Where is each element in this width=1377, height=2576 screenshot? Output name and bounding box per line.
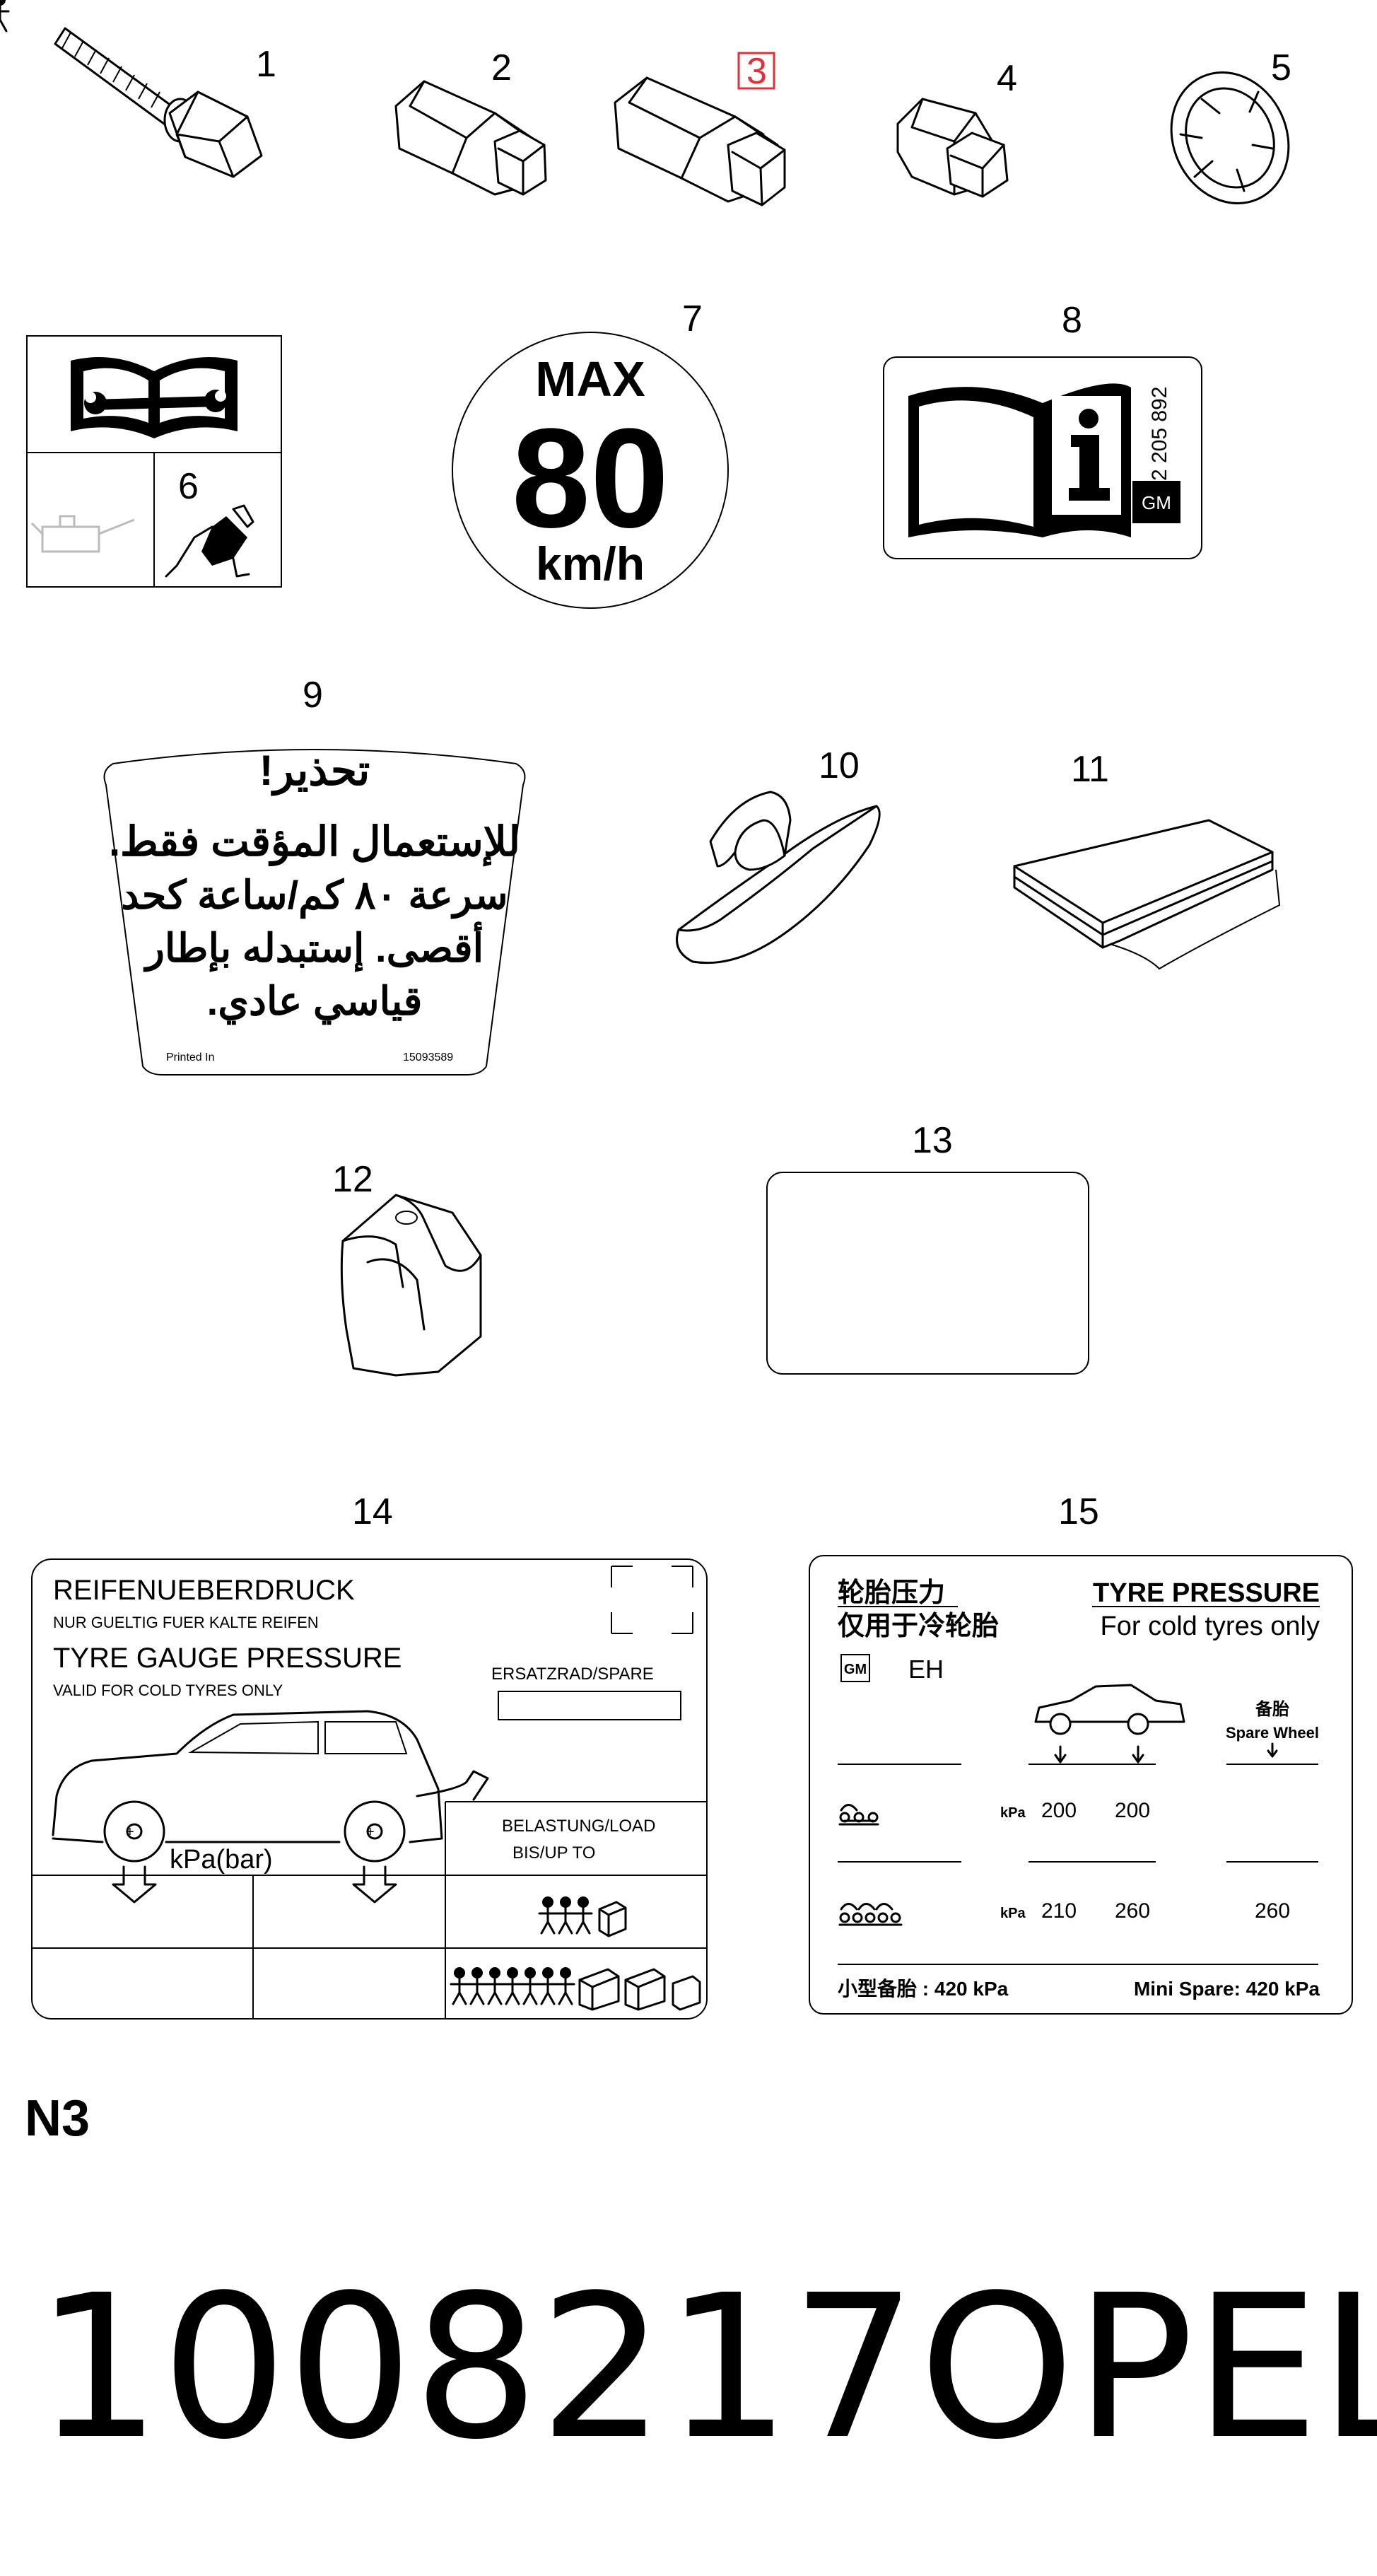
part-6-service-label: 6 bbox=[26, 335, 282, 588]
label14-sub-de: NUR GUELTIG FUER KALTE REIFEN bbox=[53, 1614, 319, 1631]
info-label-brand: GM bbox=[1142, 492, 1171, 513]
label14-title-de: REIFENUEBERDRUCK bbox=[53, 1575, 355, 1606]
part-number-5: 5 bbox=[1271, 47, 1291, 88]
part-8-info-label: 132 205 892 GM bbox=[883, 356, 1202, 559]
warning-line-5: قياسي عادي. bbox=[207, 979, 423, 1025]
part-number-15: 15 bbox=[1058, 1491, 1099, 1532]
part-number-10: 10 bbox=[819, 745, 860, 786]
manual-wrench-icon bbox=[71, 357, 238, 438]
part-4-hex-nut bbox=[896, 98, 1009, 198]
label15-brand: GM bbox=[844, 1662, 867, 1677]
sealant-bottle-icon bbox=[165, 504, 254, 578]
label14-corner-marks bbox=[611, 1566, 693, 1634]
part-1-wheel-bolt bbox=[54, 27, 263, 178]
part-number-8: 8 bbox=[1062, 300, 1082, 341]
part-15-tyre-pressure-label-cn: 轮胎压力 仅用于冷轮胎 TYRE PRESSURE For cold tyres… bbox=[809, 1555, 1353, 2015]
load-light-icon bbox=[838, 1804, 879, 1826]
part-3-highlight-box bbox=[737, 52, 775, 90]
part-14-tyre-pressure-label-de: REIFENUEBERDRUCK NUR GUELTIG FUER KALTE … bbox=[0, 0, 708, 2020]
part-number-3: 3 bbox=[746, 51, 767, 92]
load-3-persons-icon bbox=[0, 0, 627, 1937]
label14-upto: BIS/UP TO bbox=[512, 1843, 595, 1863]
speed-label-value: 80 bbox=[512, 400, 669, 557]
speed-label-max: MAX bbox=[535, 351, 645, 407]
label14-spare-box bbox=[498, 1691, 681, 1720]
label15-row2-unit: kPa bbox=[1000, 1906, 1026, 1921]
speed-label-unit: km/h bbox=[536, 537, 645, 590]
part-number-14: 14 bbox=[352, 1491, 393, 1532]
part-7-speed-label: MAX 80 km/h bbox=[452, 332, 729, 609]
part-number: 1008217 bbox=[35, 2253, 917, 2483]
label15-footer-en: Mini Spare: 420 kPa bbox=[1134, 1978, 1320, 2000]
load-full-icon bbox=[838, 1903, 903, 1926]
part-number-9: 9 bbox=[303, 675, 323, 716]
part-10-balance-weight bbox=[676, 791, 881, 964]
label14-title-en: TYRE GAUGE PRESSURE bbox=[53, 1643, 402, 1674]
label15-model: EH bbox=[908, 1655, 944, 1684]
part-number-13: 13 bbox=[912, 1120, 953, 1161]
part-2-hex-bolt bbox=[394, 80, 547, 196]
warning-code: 15093589 bbox=[403, 1051, 453, 1063]
part-13-blank-label bbox=[766, 1172, 1089, 1375]
oil-can-icon bbox=[30, 515, 135, 553]
label15-en-sub: For cold tyres only bbox=[1101, 1612, 1320, 1641]
label15-row2-rear: 260 bbox=[1115, 1899, 1150, 1923]
warning-line-3: سرعة ٨٠ كم/ساعة كحد bbox=[121, 873, 508, 919]
label15-cn-sub: 仅用于冷轮胎 bbox=[838, 1612, 999, 1641]
label15-brand-box bbox=[840, 1654, 870, 1682]
part-number-7: 7 bbox=[682, 298, 703, 339]
warning-line-4: أقصى. إستبدله بإطار bbox=[143, 921, 484, 972]
part-number-12: 12 bbox=[332, 1159, 373, 1200]
warning-line-2: للإستعمال المؤقت فقط. bbox=[109, 819, 520, 867]
label15-row1-rear: 200 bbox=[1115, 1799, 1150, 1822]
load-7-persons-icon bbox=[450, 1966, 701, 2011]
part-12-clip bbox=[340, 1194, 482, 1377]
part-3-hex-bolt-long bbox=[614, 76, 786, 206]
warning-line-1: تحذير! bbox=[259, 747, 370, 796]
diagram-code: N3 bbox=[25, 2090, 90, 2147]
warning-printed-in: Printed In bbox=[166, 1051, 214, 1063]
part-5-retaining-ring bbox=[1170, 71, 1290, 204]
label15-row1-front: 200 bbox=[1041, 1799, 1077, 1822]
part-11-adhesive-pad bbox=[1013, 819, 1281, 970]
label14-load: BELASTUNG/LOAD bbox=[502, 1817, 655, 1836]
svg-text:+: + bbox=[366, 1824, 375, 1840]
part-number-2: 2 bbox=[491, 47, 512, 88]
label15-row2-spare: 260 bbox=[1255, 1899, 1290, 1923]
label14-unit: kPa(bar) bbox=[170, 1845, 273, 1875]
brand-name: OPEL bbox=[919, 2253, 1377, 2483]
part-9-arabic-warning-label: تحذير! للإستعمال المؤقت فقط. سرعة ٨٠ كم/… bbox=[103, 747, 526, 1076]
svg-text:+: + bbox=[126, 1824, 134, 1840]
label15-en-title: TYRE PRESSURE bbox=[1093, 1578, 1320, 1608]
label15-row2-front: 210 bbox=[1041, 1899, 1077, 1923]
part-number-6: 6 bbox=[178, 466, 199, 507]
part-number-1: 1 bbox=[256, 44, 276, 85]
label15-row1-unit: kPa bbox=[1000, 1805, 1026, 1821]
label15-footer-cn: 小型备胎 : 420 kPa bbox=[838, 1978, 1009, 2000]
part-number-4: 4 bbox=[997, 58, 1017, 99]
sedan-icon bbox=[1034, 1684, 1185, 1764]
label15-spare-cn: 备胎 bbox=[1255, 1699, 1289, 1719]
car-side-icon: + + bbox=[52, 1710, 489, 1904]
label15-spare-en: Spare Wheel bbox=[1226, 1724, 1319, 1742]
label15-cn-title: 轮胎压力 bbox=[838, 1578, 945, 1608]
label14-spare: ERSATZRAD/SPARE bbox=[491, 1665, 654, 1684]
manual-info-icon bbox=[908, 383, 1131, 537]
label14-sub-en: VALID FOR COLD TYRES ONLY bbox=[53, 1682, 283, 1699]
part-number-11: 11 bbox=[1071, 749, 1109, 790]
